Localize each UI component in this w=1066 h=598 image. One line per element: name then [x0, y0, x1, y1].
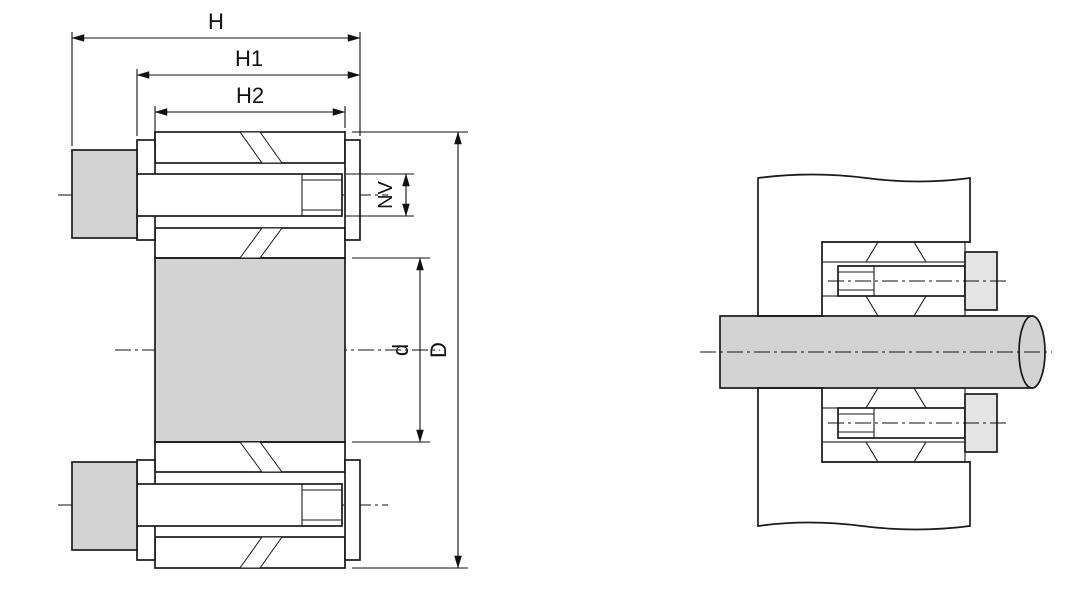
dim-label-H: H	[208, 9, 224, 34]
taper-joint	[239, 441, 283, 473]
inner-sleeve-top	[154, 227, 346, 259]
clamping-set-lower	[821, 387, 1008, 463]
dimension-D: D	[352, 131, 468, 569]
dim-label-d: d	[388, 344, 413, 356]
taper-joint	[239, 227, 283, 259]
installation-view	[700, 173, 1052, 531]
dim-label-H1: H1	[235, 46, 263, 71]
outer-sleeve-bottom	[154, 536, 346, 569]
flange-right-top	[344, 139, 361, 241]
section-view: H H1 H2 NV d	[58, 9, 468, 569]
hub-upper	[757, 173, 971, 317]
inner-sleeve-bottom	[154, 441, 346, 473]
screw-shank	[136, 483, 343, 527]
screw-head	[71, 461, 138, 551]
screw-head	[71, 149, 138, 239]
taper-joint	[239, 536, 283, 569]
dimension-H2: H2	[154, 83, 346, 148]
outer-sleeve-top	[154, 131, 346, 164]
dimension-H1: H1	[136, 46, 361, 136]
dimension-NV: NV	[346, 173, 414, 217]
dimension-d: d	[352, 257, 430, 443]
dim-label-NV: NV	[375, 180, 397, 208]
dim-label-D: D	[426, 342, 451, 358]
clamping-set-upper	[821, 241, 1008, 317]
clamping-screw-bottom	[71, 461, 343, 551]
clamping-screw-top	[71, 149, 343, 239]
dim-label-H2: H2	[236, 83, 264, 108]
flange-right-bottom	[344, 459, 361, 561]
dimension-H: H	[71, 9, 361, 146]
taper-joint	[239, 131, 283, 164]
hub-lower	[757, 387, 971, 531]
bore-block	[154, 257, 346, 443]
